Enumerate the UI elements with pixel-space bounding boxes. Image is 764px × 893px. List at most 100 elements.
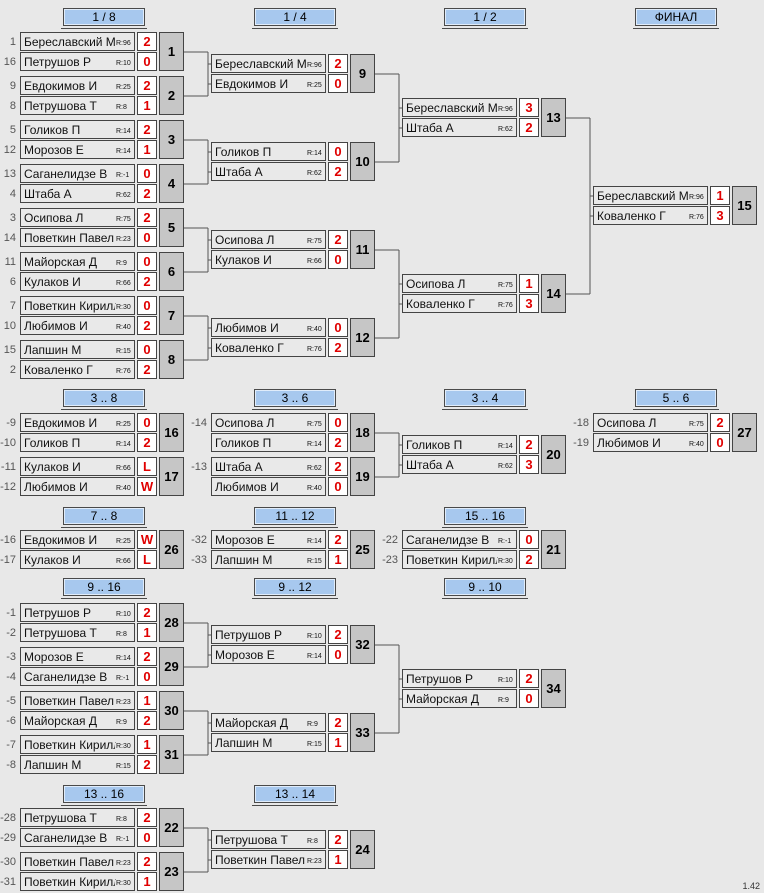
round-header[interactable]: ФИНАЛ bbox=[633, 8, 719, 29]
round-header[interactable]: 11 .. 12 bbox=[252, 507, 338, 528]
match-number[interactable]: 30 bbox=[159, 691, 184, 730]
match-number[interactable]: 27 bbox=[732, 413, 757, 452]
match-number[interactable]: 24 bbox=[350, 830, 375, 869]
match-number[interactable]: 19 bbox=[350, 457, 375, 496]
match-number[interactable]: 26 bbox=[159, 530, 184, 569]
match-number[interactable]: 13 bbox=[541, 98, 566, 137]
round-header[interactable]: 1 / 2 bbox=[442, 8, 528, 29]
round-header[interactable]: 9 .. 10 bbox=[442, 578, 528, 599]
match-number[interactable]: 15 bbox=[732, 186, 757, 225]
match-number[interactable]: 17 bbox=[159, 457, 184, 496]
match-number[interactable]: 12 bbox=[350, 318, 375, 357]
match-number[interactable]: 1 bbox=[159, 32, 184, 71]
match-number[interactable]: 10 bbox=[350, 142, 375, 181]
round-header[interactable]: 9 .. 16 bbox=[61, 578, 147, 599]
match-number[interactable]: 2 bbox=[159, 76, 184, 115]
round-header[interactable]: 3 .. 6 bbox=[252, 389, 338, 410]
match-number[interactable]: 3 bbox=[159, 120, 184, 159]
match-number[interactable]: 20 bbox=[541, 435, 566, 474]
match-number[interactable]: 31 bbox=[159, 735, 184, 774]
match-number[interactable]: 16 bbox=[159, 413, 184, 452]
match-number[interactable]: 9 bbox=[350, 54, 375, 93]
match-number[interactable]: 22 bbox=[159, 808, 184, 847]
match-number[interactable]: 23 bbox=[159, 852, 184, 891]
round-header[interactable]: 13 .. 16 bbox=[61, 785, 147, 806]
match-number[interactable]: 21 bbox=[541, 530, 566, 569]
match-number[interactable]: 29 bbox=[159, 647, 184, 686]
round-header[interactable]: 3 .. 4 bbox=[442, 389, 528, 410]
round-header[interactable]: 1 / 8 bbox=[61, 8, 147, 29]
round-header[interactable]: 9 .. 12 bbox=[252, 578, 338, 599]
match-number[interactable]: 14 bbox=[541, 274, 566, 313]
round-header[interactable]: 15 .. 16 bbox=[442, 507, 528, 528]
match-number[interactable]: 5 bbox=[159, 208, 184, 247]
round-header[interactable]: 7 .. 8 bbox=[61, 507, 147, 528]
match-number[interactable]: 25 bbox=[350, 530, 375, 569]
match-number[interactable]: 7 bbox=[159, 296, 184, 335]
match-number[interactable]: 6 bbox=[159, 252, 184, 291]
round-header[interactable]: 3 .. 8 bbox=[61, 389, 147, 410]
match-number[interactable]: 28 bbox=[159, 603, 184, 642]
match-number[interactable]: 34 bbox=[541, 669, 566, 708]
round-header[interactable]: 5 .. 6 bbox=[633, 389, 719, 410]
match-number[interactable]: 11 bbox=[350, 230, 375, 269]
match-number[interactable]: 4 bbox=[159, 164, 184, 203]
match-number[interactable]: 8 bbox=[159, 340, 184, 379]
